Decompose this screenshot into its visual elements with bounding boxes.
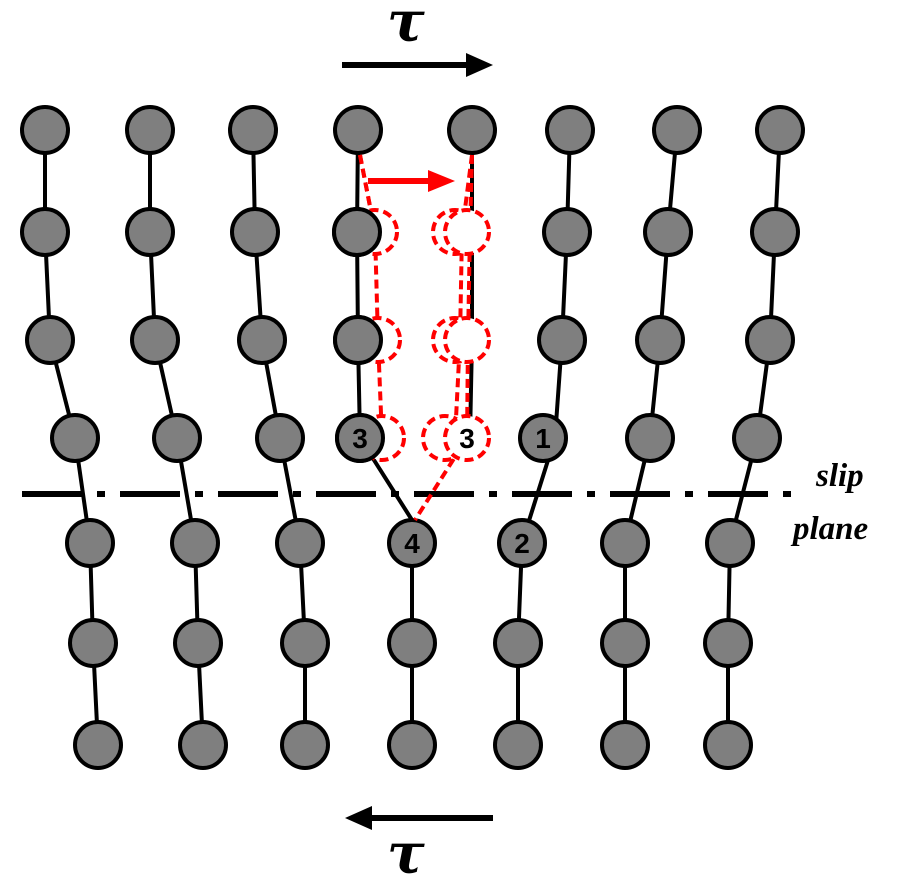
atom: [545, 105, 595, 155]
shear-stress-label-bottom: τ: [387, 821, 425, 887]
bond-chain: [468, 130, 474, 439]
atom: [20, 105, 70, 155]
atom-2: [497, 518, 547, 568]
atom: [493, 720, 543, 770]
atom: [600, 618, 650, 668]
atom: [170, 518, 220, 568]
dashed-atom: [443, 316, 491, 364]
shear-stress-label-top: τ: [387, 0, 425, 55]
atoms: [20, 105, 805, 770]
atom: [755, 105, 805, 155]
atom: [387, 618, 437, 668]
atom: [705, 518, 755, 568]
atom: [152, 413, 202, 463]
atom-3-top-overlay: [332, 207, 382, 257]
atom: [750, 207, 800, 257]
dashed-atom: [443, 208, 491, 256]
atom-4: [387, 518, 437, 568]
atom: [280, 720, 330, 770]
atom: [537, 315, 587, 365]
atom: [230, 207, 280, 257]
displacement-path: [358, 154, 384, 439]
slip-plane-label-line2: plane: [793, 511, 869, 547]
atom: [125, 105, 175, 155]
atom: [50, 413, 100, 463]
atom: [600, 720, 650, 770]
atom: [652, 105, 702, 155]
atom: [20, 207, 70, 257]
atom: [73, 720, 123, 770]
atom: [130, 315, 180, 365]
atom: [387, 720, 437, 770]
atom-label-1: 1: [535, 423, 551, 454]
atom: [228, 105, 278, 155]
atom: [125, 207, 175, 257]
atom: [542, 207, 592, 257]
slip-plane-label-line1: slip: [816, 458, 864, 494]
atom: [275, 518, 325, 568]
shear-arrow-bottom: [345, 806, 493, 830]
atom: [237, 315, 287, 365]
atom: [173, 618, 223, 668]
atom-3-mid-overlay: [333, 315, 383, 365]
atom-label-4: 4: [404, 528, 420, 559]
atom: [643, 207, 693, 257]
atom: [732, 413, 782, 463]
shear-arrow-top: [342, 53, 493, 77]
atom: [25, 315, 75, 365]
dashed-atom: [443, 414, 491, 462]
atom-label-2: 2: [514, 528, 530, 559]
atom: [703, 618, 753, 668]
atom-label-3-left: 3: [352, 423, 368, 454]
atom: [635, 315, 685, 365]
displacement-path: [453, 154, 474, 439]
atom: [65, 518, 115, 568]
atom: [745, 315, 795, 365]
atom: [625, 413, 675, 463]
atom: [68, 618, 118, 668]
atom: [703, 720, 753, 770]
displacement-arrow: [368, 170, 455, 192]
atom: [493, 618, 543, 668]
atom-3-left-overlay: [335, 413, 385, 463]
atom: [255, 413, 305, 463]
atom: [280, 618, 330, 668]
atom-1: [518, 413, 568, 463]
atom: [447, 105, 497, 155]
atom: [600, 518, 650, 568]
atom-label-3-right: 3: [459, 423, 475, 454]
atom: [178, 720, 228, 770]
atom: [333, 105, 383, 155]
